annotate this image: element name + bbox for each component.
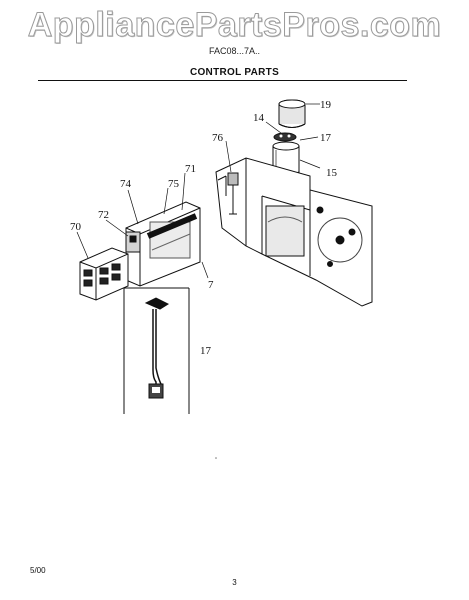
control-box-housing xyxy=(215,157,373,307)
section-title: CONTROL PARTS xyxy=(189,67,280,78)
callout-15: 15 xyxy=(326,167,338,179)
callout-75: 75 xyxy=(168,178,180,190)
capacitor-part xyxy=(278,99,306,128)
callout-76: 76 xyxy=(212,132,224,144)
callout-74: 74 xyxy=(120,178,132,190)
callout-70: 70 xyxy=(70,221,82,233)
harness-inset-frame xyxy=(123,287,190,414)
callout-71: 71 xyxy=(185,163,196,175)
terminal-cap-part xyxy=(273,132,297,142)
control-panel-part xyxy=(79,247,129,301)
relay-part xyxy=(227,172,239,215)
model-number: FAC08...7A.. xyxy=(208,46,261,56)
callout-72: 72 xyxy=(98,209,109,221)
callout-17-capacitor: 17 xyxy=(320,132,332,144)
callout-7: 7 xyxy=(208,279,214,291)
switch-part xyxy=(125,231,141,253)
footer-date: 5/00 xyxy=(30,566,46,575)
callout-19: 19 xyxy=(320,99,332,111)
callout-14: 14 xyxy=(253,112,265,124)
speck xyxy=(215,457,217,459)
title-divider xyxy=(38,80,407,81)
leader-lines xyxy=(76,103,321,279)
wire-harness-part xyxy=(144,297,170,399)
watermark: AppliancePartsPros.com xyxy=(27,6,442,45)
page-number: 3 xyxy=(232,578,237,587)
callout-17-harness: 17 xyxy=(200,345,212,357)
